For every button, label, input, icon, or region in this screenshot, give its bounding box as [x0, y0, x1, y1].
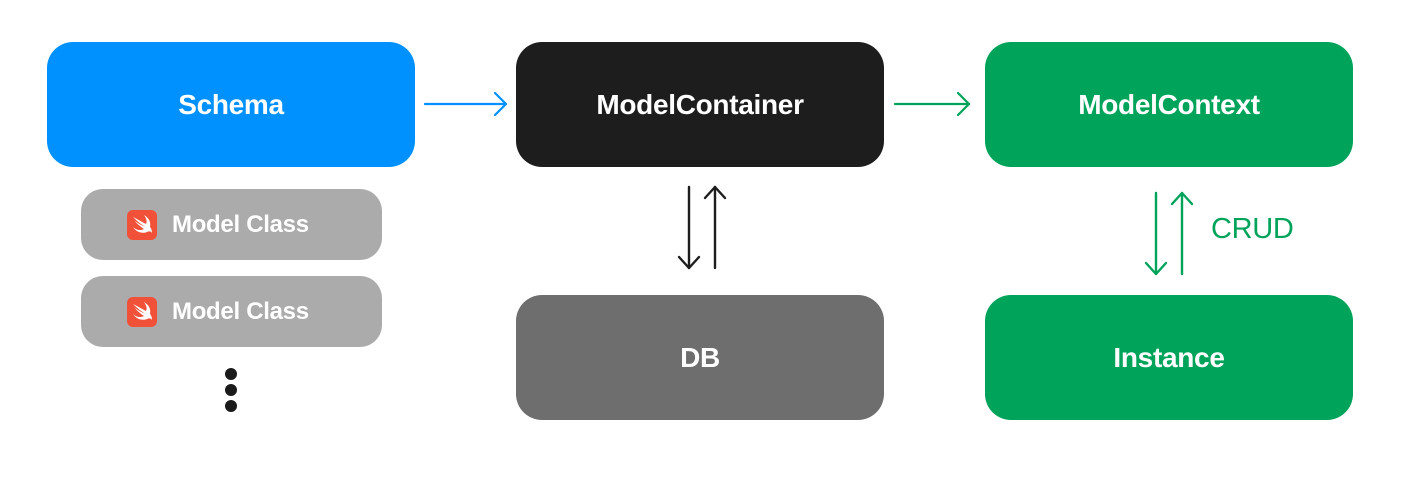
model-class-label: Model Class	[172, 297, 309, 325]
ellipsis-dot	[225, 368, 237, 380]
container-to-context-arrow	[893, 91, 971, 117]
context-instance-bidirectional-arrow	[1144, 191, 1194, 276]
model-container-node: ModelContainer	[516, 42, 884, 167]
crud-label: CRUD	[1211, 213, 1294, 245]
ellipsis-dot	[225, 384, 237, 396]
container-db-bidirectional-arrow	[677, 185, 727, 270]
schema-to-container-arrow	[423, 91, 508, 117]
model-class-item: Model Class	[81, 276, 382, 347]
ellipsis-dot	[225, 400, 237, 412]
model-class-label: Model Class	[172, 210, 309, 238]
model-class-item: Model Class	[81, 189, 382, 260]
swift-icon	[127, 209, 157, 240]
swift-icon	[127, 296, 157, 327]
instance-node: Instance	[985, 295, 1353, 420]
schema-node: Schema	[47, 42, 415, 167]
db-node: DB	[516, 295, 884, 420]
model-context-node: ModelContext	[985, 42, 1353, 167]
